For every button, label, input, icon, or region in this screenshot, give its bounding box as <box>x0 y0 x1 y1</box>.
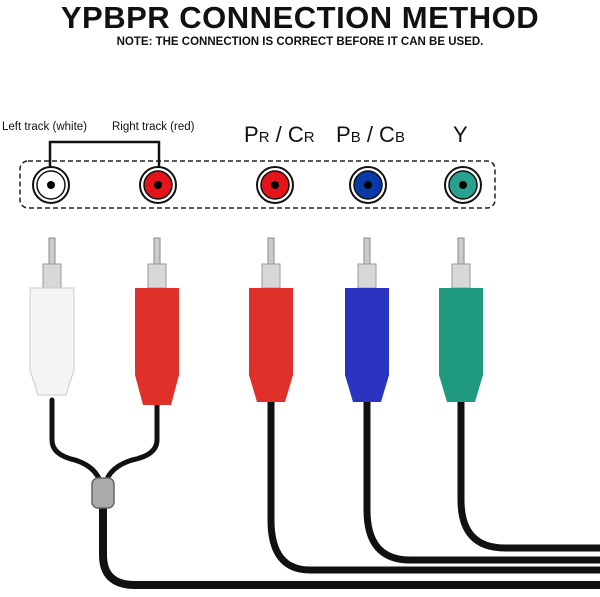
plugs <box>29 237 483 405</box>
pr-subscript: R <box>258 129 270 146</box>
plug-y-icon <box>439 237 483 402</box>
cable-pr <box>267 396 600 574</box>
connection-note: NOTE: THE CONNECTION IS CORRECT BEFORE I… <box>116 36 484 48</box>
label-right-track: Right track (red) <box>112 121 195 133</box>
plug-white-icon <box>29 237 75 396</box>
jack-pb-icon <box>349 166 387 204</box>
cable-pb <box>363 396 600 564</box>
pb-separator: / <box>360 122 380 147</box>
cb-letter: C <box>379 122 395 147</box>
cable-audio-merged <box>99 496 600 589</box>
jack-white-icon <box>32 166 70 204</box>
cable-red-audio <box>101 397 160 493</box>
cable-splitter <box>91 477 115 509</box>
label-y: Y <box>453 122 468 147</box>
pb-letter: P <box>336 122 351 147</box>
jack-panel-outline <box>19 160 496 209</box>
label-pb-cb: PB / CB <box>336 122 405 148</box>
pb-subscript: B <box>350 129 361 146</box>
audio-pair-bracket <box>48 140 161 170</box>
plug-pb-icon <box>345 237 389 402</box>
plug-pr-icon <box>249 237 293 402</box>
diagram-title: YPBPR CONNECTION METHOD <box>60 0 540 35</box>
pr-letter: P <box>244 122 259 147</box>
label-pr-cr: PR / CR <box>244 122 315 148</box>
jack-y-icon <box>444 166 482 204</box>
jack-red-audio-icon <box>139 166 177 204</box>
cr-letter: C <box>287 122 304 147</box>
jack-panel <box>19 140 496 209</box>
cable-y <box>457 396 600 552</box>
label-left-track: Left track (white) <box>2 121 87 133</box>
plug-red-audio-icon <box>135 237 179 405</box>
cables <box>49 396 600 589</box>
pr-separator: / <box>269 122 288 147</box>
cr-subscript: R <box>303 129 315 146</box>
cb-subscript: B <box>394 129 405 146</box>
jack-pr-icon <box>256 166 294 204</box>
cable-white <box>49 397 105 493</box>
